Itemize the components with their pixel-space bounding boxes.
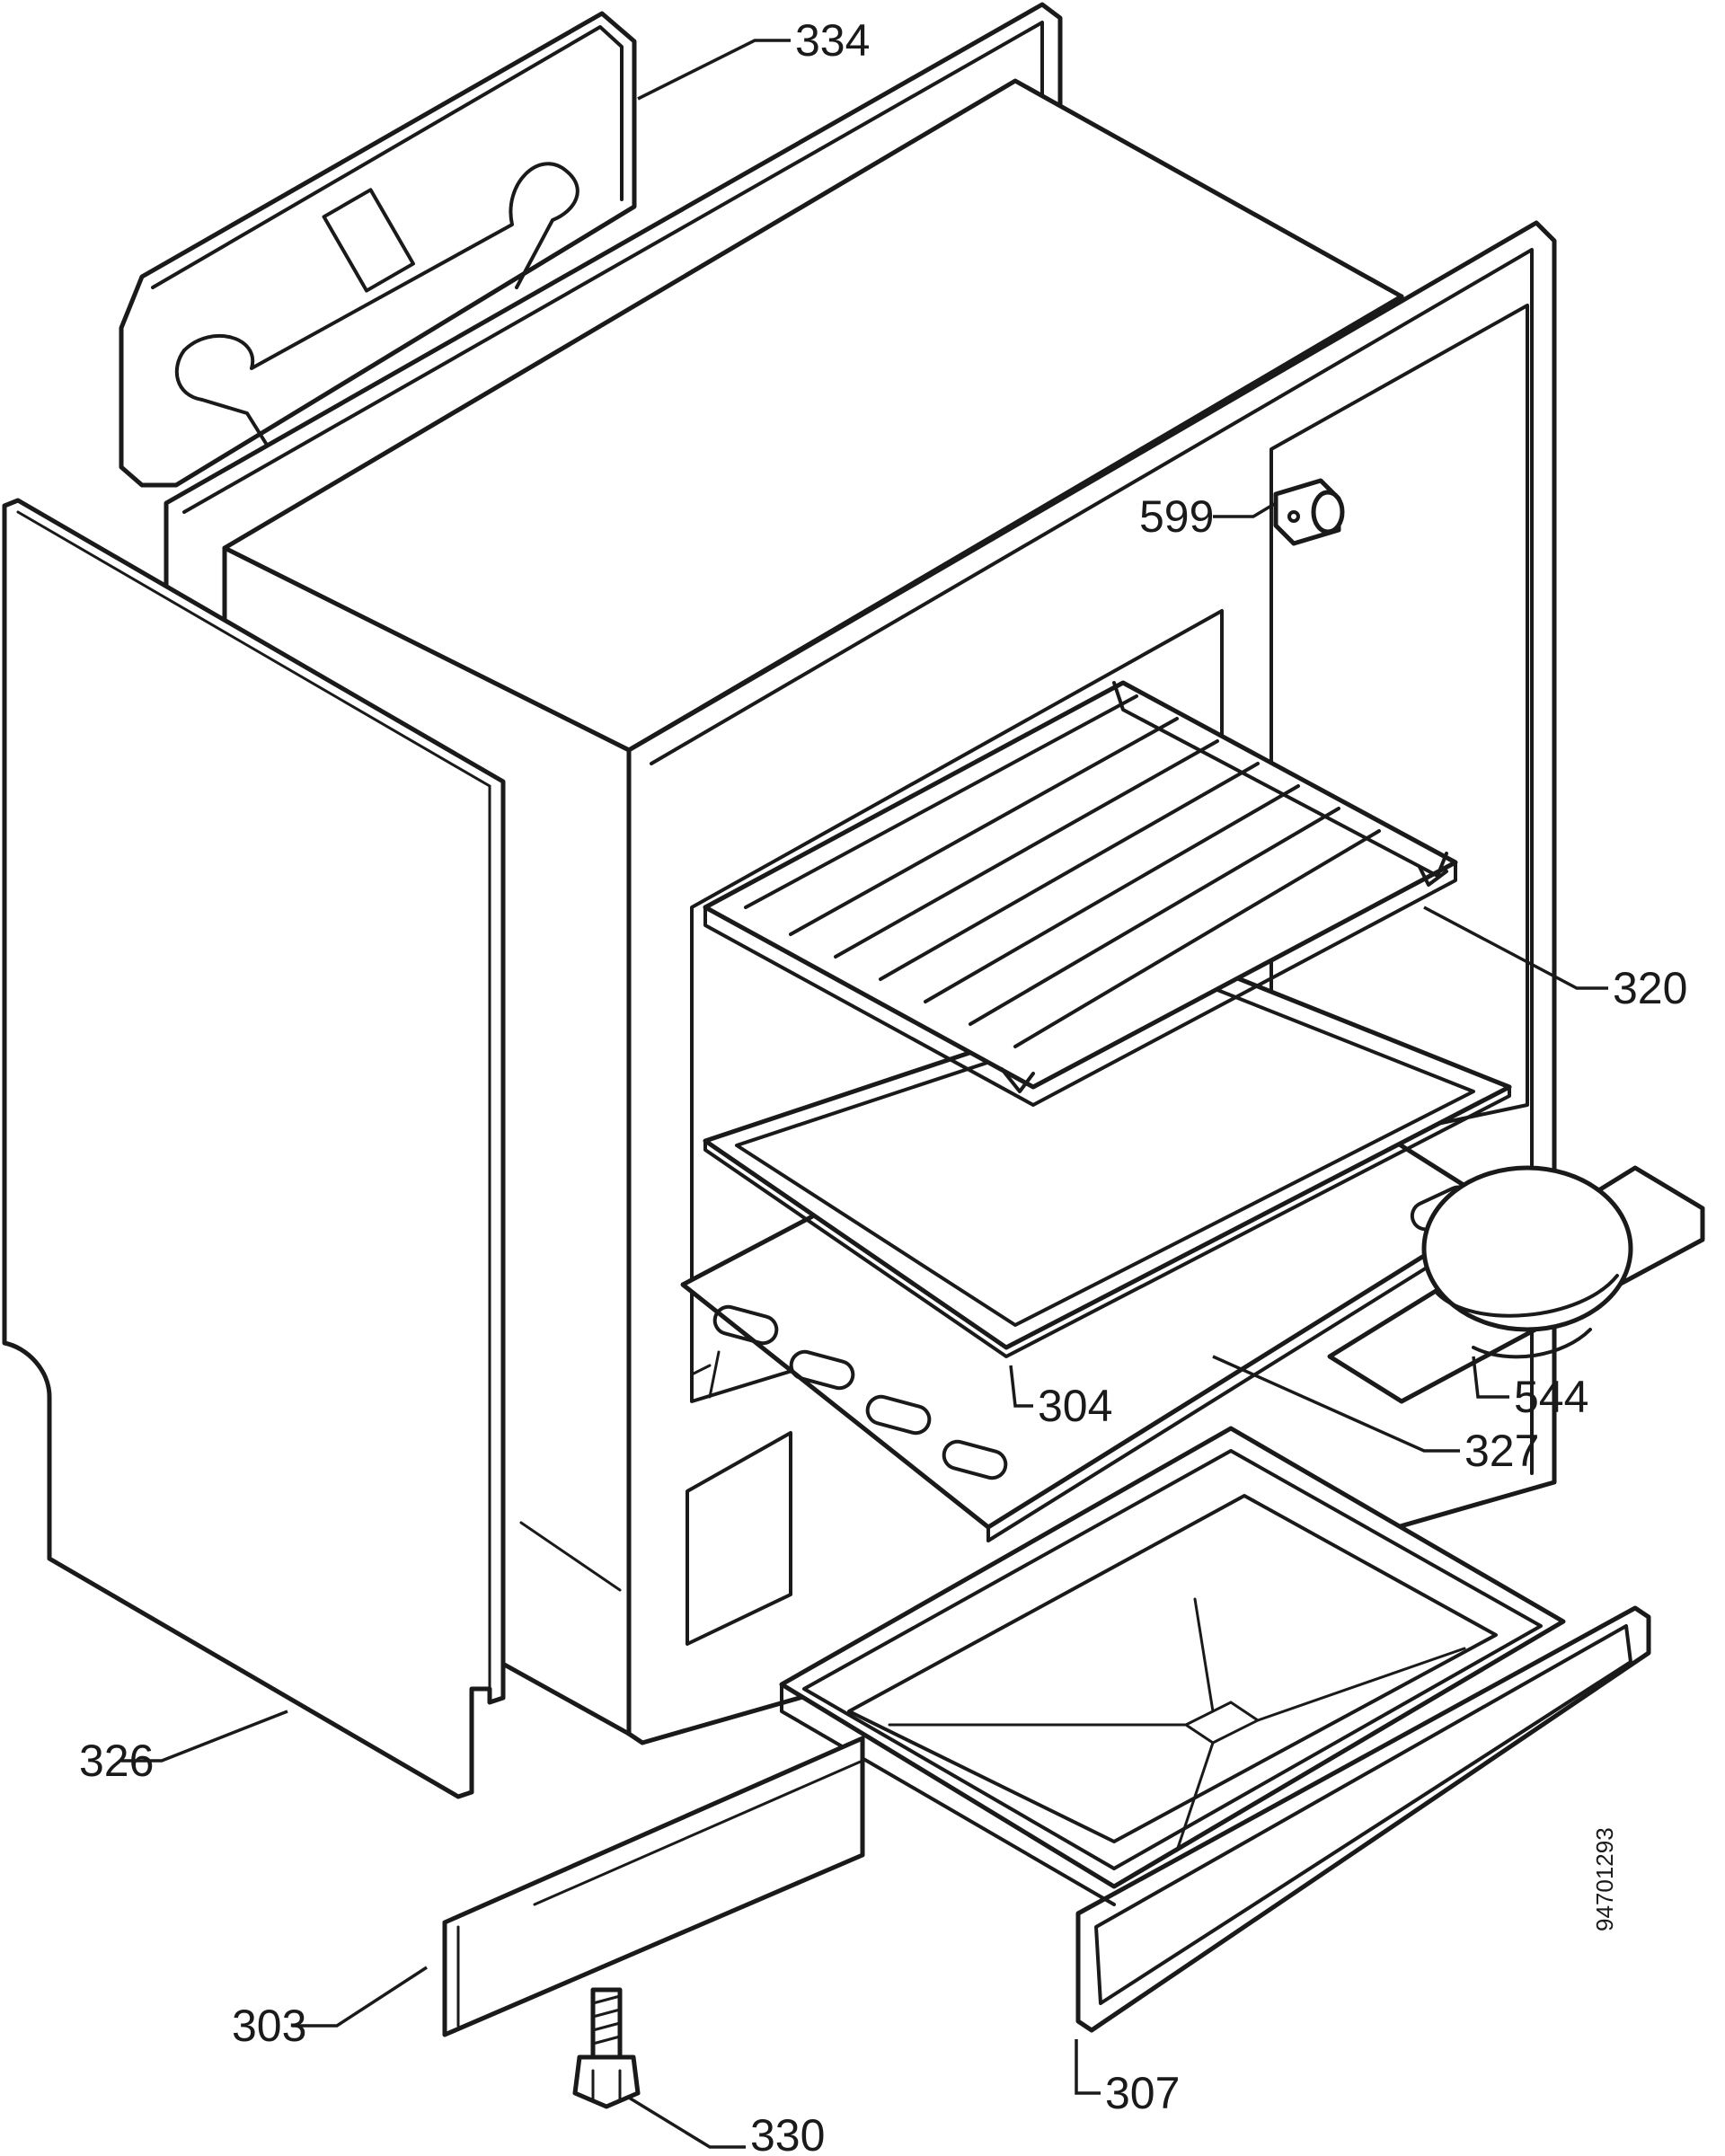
callout-labels: 334 599 320 304 544 327 326 303 307 330	[79, 15, 1687, 2156]
callout-544: 544	[1514, 1372, 1588, 1422]
callout-307: 307	[1105, 2068, 1180, 2118]
callout-326: 326	[79, 1736, 154, 1786]
callout-599: 599	[1139, 491, 1214, 542]
leader-lines	[121, 39, 1608, 2149]
document-number: 94701293	[1591, 1827, 1618, 1931]
callout-320: 320	[1613, 963, 1687, 1013]
part-drip-tray	[779, 1426, 1651, 2033]
part-plinth-strip	[442, 1736, 865, 2037]
part-rear-panel	[119, 11, 637, 488]
part-screw	[572, 1987, 641, 2109]
callout-334: 334	[795, 15, 870, 66]
callout-304: 304	[1038, 1381, 1112, 1431]
callout-303: 303	[232, 2001, 306, 2051]
part-fan-cover	[1327, 1165, 1705, 1404]
part-left-side-panel	[2, 498, 506, 1799]
callout-330: 330	[750, 2110, 825, 2156]
part-wire-shelf	[703, 680, 1458, 1107]
part-lamp-socket	[1273, 478, 1345, 546]
callout-327: 327	[1464, 1426, 1539, 1476]
